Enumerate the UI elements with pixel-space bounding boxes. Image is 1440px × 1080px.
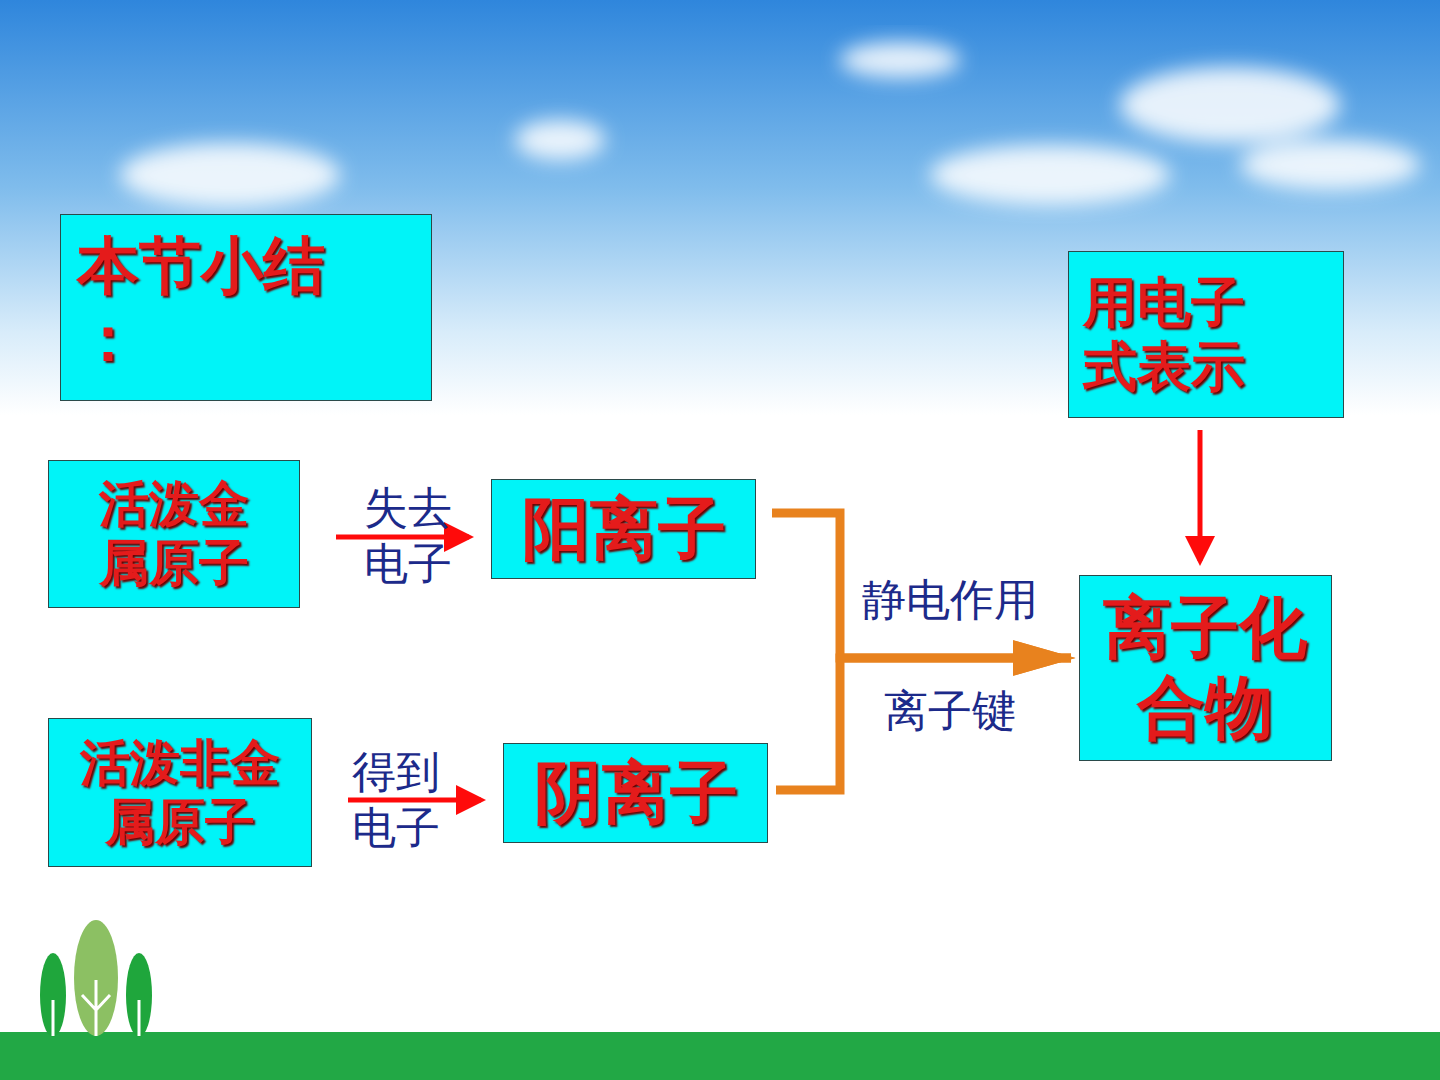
node-label: 本节小结 ： bbox=[77, 229, 337, 375]
node-label: 离子化合物 bbox=[1093, 588, 1317, 748]
edge-label: 离子键 bbox=[845, 684, 1055, 740]
edge-label: 失去 电子 bbox=[358, 481, 458, 593]
sky bbox=[0, 0, 1440, 415]
node-label: 阴离子 bbox=[534, 753, 738, 833]
atom-box: 活泼金属原子 bbox=[48, 460, 300, 608]
node-label: 阳离子 bbox=[522, 489, 726, 569]
arrow-connector bbox=[336, 535, 469, 540]
ion-box: 阴离子 bbox=[503, 743, 768, 843]
arrow-connector bbox=[1198, 430, 1203, 561]
edge-label: 静电作用 bbox=[845, 573, 1055, 629]
edge-label: 得到 电子 bbox=[346, 745, 446, 857]
summary-heading-box: 本节小结 ： bbox=[60, 214, 432, 401]
clouds bbox=[120, 42, 1420, 207]
node-label: 活泼金属原子 bbox=[92, 475, 257, 593]
arrow-connector bbox=[348, 798, 481, 803]
compound-box: 离子化合物 bbox=[1079, 575, 1332, 761]
ion-box: 阳离子 bbox=[491, 479, 756, 579]
arrow-connector bbox=[776, 658, 1071, 790]
ground-bar bbox=[0, 1032, 1440, 1080]
atom-box: 活泼非金属原子 bbox=[48, 718, 312, 867]
tree-icon bbox=[40, 920, 152, 1037]
arrow-connector bbox=[772, 513, 1071, 658]
node-label: 活泼非金属原子 bbox=[73, 734, 288, 852]
representation-box: 用电子式表示 bbox=[1068, 251, 1344, 418]
node-label: 用电子式表示 bbox=[1083, 271, 1261, 398]
